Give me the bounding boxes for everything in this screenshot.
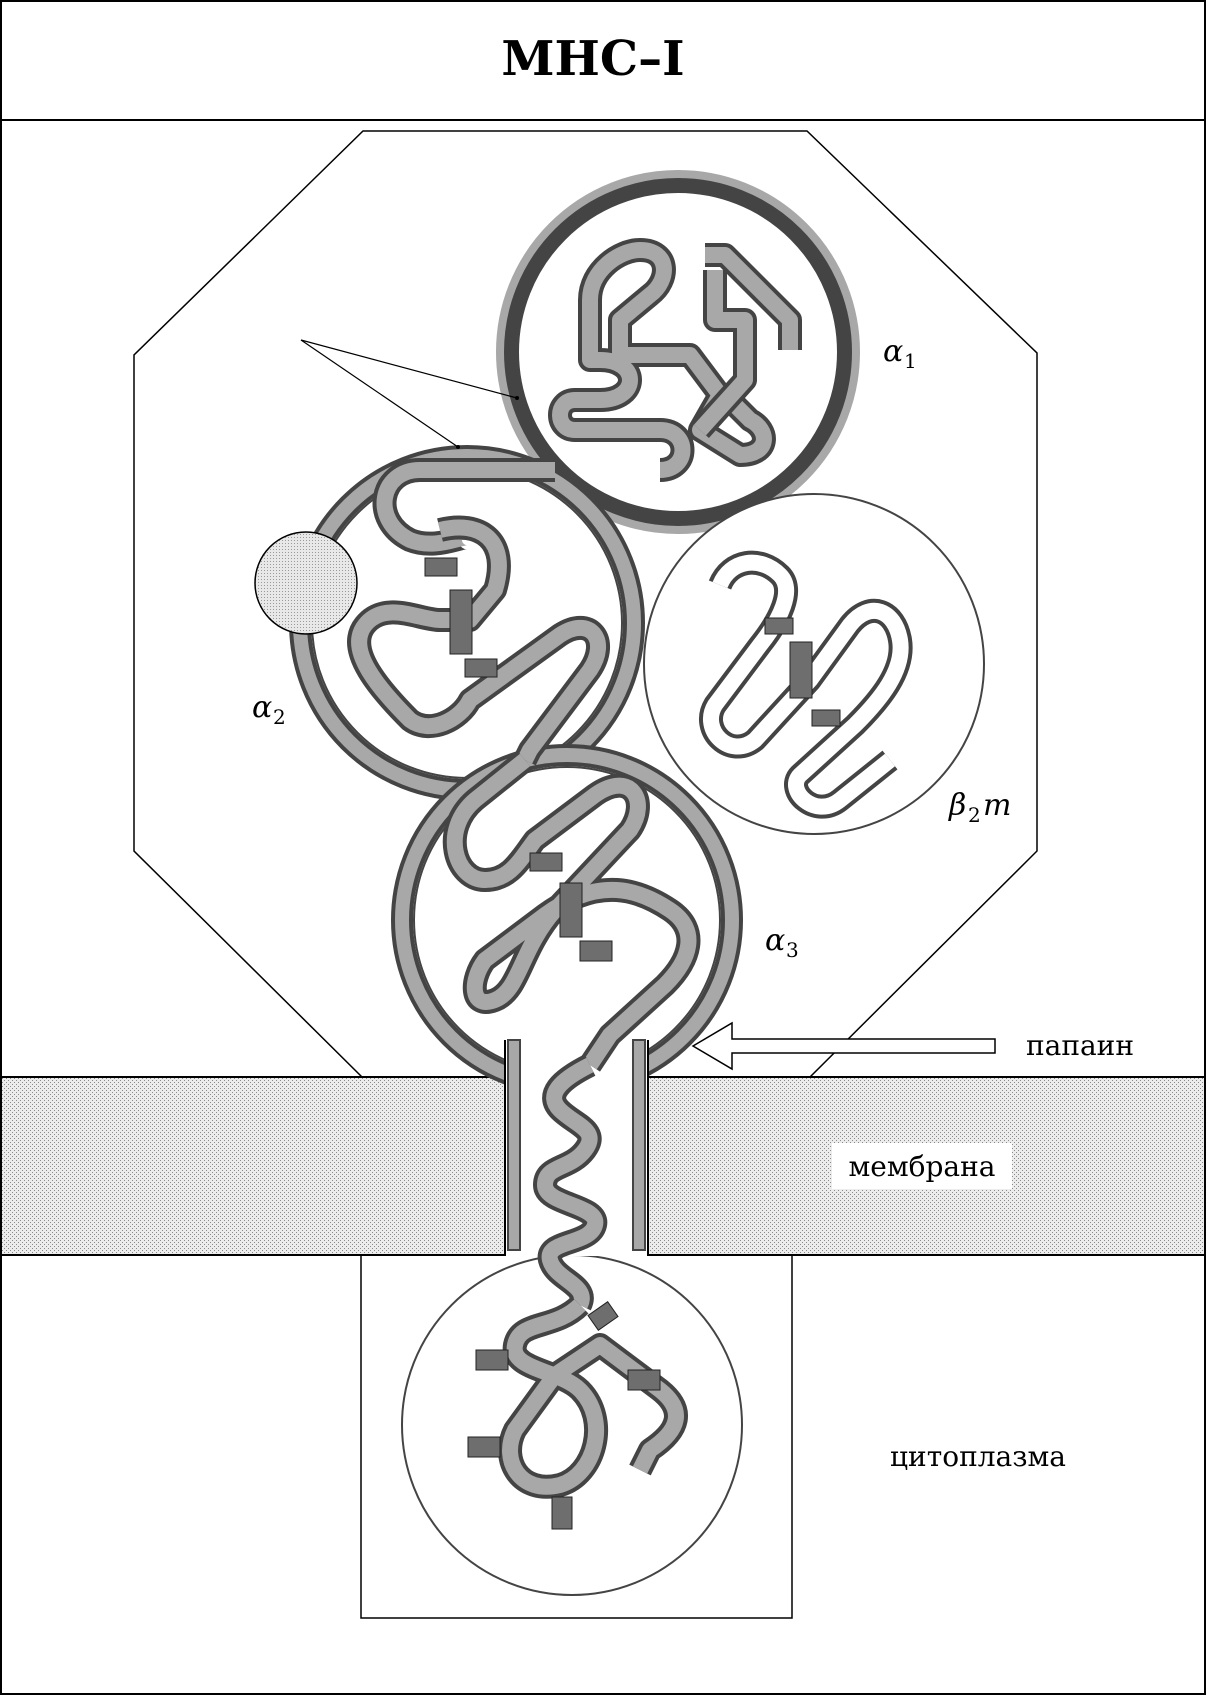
disulfide-alpha2-a [424, 557, 458, 577]
svg-text:α: α [252, 690, 272, 725]
stub-1 [475, 1349, 509, 1371]
alpha3-strands [442, 750, 701, 1072]
alpha2-strands [347, 515, 610, 766]
stub-5 [551, 1496, 573, 1530]
papain-label: папаин [1026, 1029, 1134, 1062]
label-alpha3: α 3 [765, 923, 799, 962]
cytoplasmic-side-stubs [467, 1301, 661, 1530]
beta2m-strands [699, 550, 913, 819]
disulfide-beta2m-a [764, 617, 794, 635]
disulfide-bonds [424, 557, 841, 962]
neck-left-strand [507, 1039, 521, 1251]
svg-text:2: 2 [273, 705, 286, 729]
cytoplasm-label: цитоплазма [890, 1440, 1066, 1473]
disulfide-beta2m-b [789, 641, 813, 699]
domain-alpha1-fill [496, 170, 860, 534]
transmembrane-strand [533, 1054, 608, 1311]
papain-arrow: папаин [691, 1021, 1134, 1071]
label-alpha1: α 1 [883, 334, 917, 373]
cytoplasm-box [360, 1256, 793, 1619]
label-beta2m: β 2 m [948, 788, 1011, 827]
disulfide-alpha2-b [449, 589, 473, 655]
stub-4 [467, 1436, 501, 1458]
stub-3 [587, 1301, 619, 1331]
neck-right-strand [632, 1039, 646, 1251]
svg-text:3: 3 [786, 938, 799, 962]
membrane-band: мембрана [0, 1076, 1206, 1256]
svg-text:m: m [983, 788, 1011, 823]
disulfide-alpha3-a [529, 852, 563, 872]
disulfide-alpha3-b [559, 882, 583, 938]
membrane-label: мембрана [849, 1150, 996, 1183]
disulfide-alpha3-c [579, 940, 613, 962]
cytoplasmic-strand [498, 1295, 688, 1499]
svg-text:α: α [883, 334, 903, 369]
pointer-lines [300, 339, 519, 449]
disulfide-beta2m-c [811, 709, 841, 727]
membrane-label-bg [832, 1143, 1012, 1189]
svg-text:α: α [765, 923, 785, 958]
figure-title: MHC–I [501, 31, 684, 87]
membrane-left [0, 1076, 506, 1256]
label-alpha2: α 2 [252, 690, 286, 729]
disulfide-alpha2-c [464, 658, 498, 678]
svg-text:1: 1 [904, 349, 917, 373]
svg-text:2: 2 [968, 803, 981, 827]
glycan-sphere [254, 531, 358, 635]
stub-2 [627, 1369, 661, 1391]
svg-text:β: β [948, 788, 966, 823]
papain-arrow-shape [691, 1021, 996, 1071]
